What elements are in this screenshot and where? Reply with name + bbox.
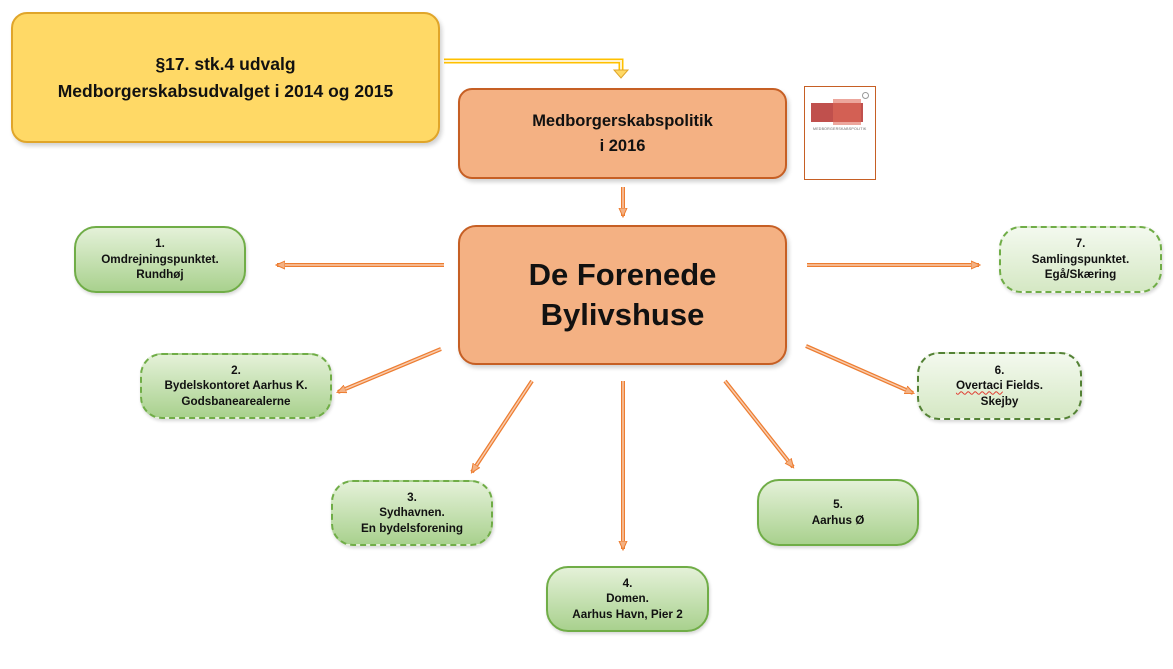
origin-line-2: Medborgerskabsudvalget i 2014 og 2015 xyxy=(57,80,394,101)
site-7-box: 7. Samlingspunktet. Egå/Skæring xyxy=(999,226,1162,293)
site-place: Rundhøj xyxy=(136,268,184,282)
site-place: Egå/Skæring xyxy=(1044,268,1117,282)
origin-committee-box: §17. stk.4 udvalg Medborgerskabsudvalget… xyxy=(11,12,440,143)
site-name: Sydhavnen. xyxy=(379,506,445,520)
site-name: Samlingspunktet. xyxy=(1031,252,1130,266)
site-6-box: 6. Overtaci Fields. Skejby xyxy=(917,352,1082,420)
site-place: Godsbanearealerne xyxy=(181,394,291,408)
site-name: Aarhus Ø xyxy=(811,513,865,527)
arrow-to-site-2 xyxy=(338,347,442,394)
site-4-box: 4. Domen. Aarhus Havn, Pier 2 xyxy=(546,566,709,632)
site-place: Aarhus Havn, Pier 2 xyxy=(572,607,683,621)
policy-line-1: Medborgerskabspolitik xyxy=(532,111,713,130)
site-2-box: 2. Bydelskontoret Aarhus K. Godsbanearea… xyxy=(140,353,332,419)
site-number: 3. xyxy=(407,490,417,504)
document-crest-icon xyxy=(862,92,869,99)
arrow-to-site-6 xyxy=(805,344,913,395)
site-name-main: Overtaci xyxy=(955,379,1003,393)
site-name: Bydelskontoret Aarhus K. xyxy=(164,379,308,393)
central-hub-box: De Forenede Bylivshuse xyxy=(458,225,787,365)
arrow-to-site-3 xyxy=(470,379,534,472)
site-number: 5. xyxy=(833,498,843,511)
policy-line-2: i 2016 xyxy=(599,136,646,155)
site-place: Skejby xyxy=(980,394,1019,408)
site-name: Omdrejningspunktet. xyxy=(101,252,219,266)
site-name: Domen. xyxy=(606,592,649,606)
site-3-box: 3. Sydhavnen. En bydelsforening xyxy=(331,480,493,546)
central-line-2: Bylivshuse xyxy=(540,297,705,332)
site-place: En bydelsforening xyxy=(361,521,463,535)
document-cover-graphic xyxy=(833,99,861,125)
site-number: 2. xyxy=(231,363,241,377)
site-1-box: 1. Omdrejningspunktet. Rundhøj xyxy=(74,226,246,293)
site-number: 1. xyxy=(155,237,165,251)
site-number: 4. xyxy=(622,576,633,590)
site-number: 7. xyxy=(1075,237,1086,251)
site-5-box: 5. Aarhus Ø xyxy=(757,479,919,546)
document-title: MEDBORGERSKABSPOLITIK xyxy=(813,127,867,131)
arrow-origin-to-policy xyxy=(444,58,624,74)
origin-line-1: §17. stk.4 udvalg xyxy=(155,53,296,74)
central-line-1: De Forenede xyxy=(528,257,717,292)
site-number: 6. xyxy=(994,363,1005,377)
policy-box: Medborgerskabspolitik i 2016 xyxy=(458,88,787,179)
policy-document-thumbnail: MEDBORGERSKABSPOLITIK xyxy=(804,86,876,180)
arrow-to-site-5 xyxy=(723,379,795,467)
site-name: Overtaci Fields. xyxy=(956,378,1043,394)
site-name-rest: Fields. xyxy=(1002,379,1044,393)
